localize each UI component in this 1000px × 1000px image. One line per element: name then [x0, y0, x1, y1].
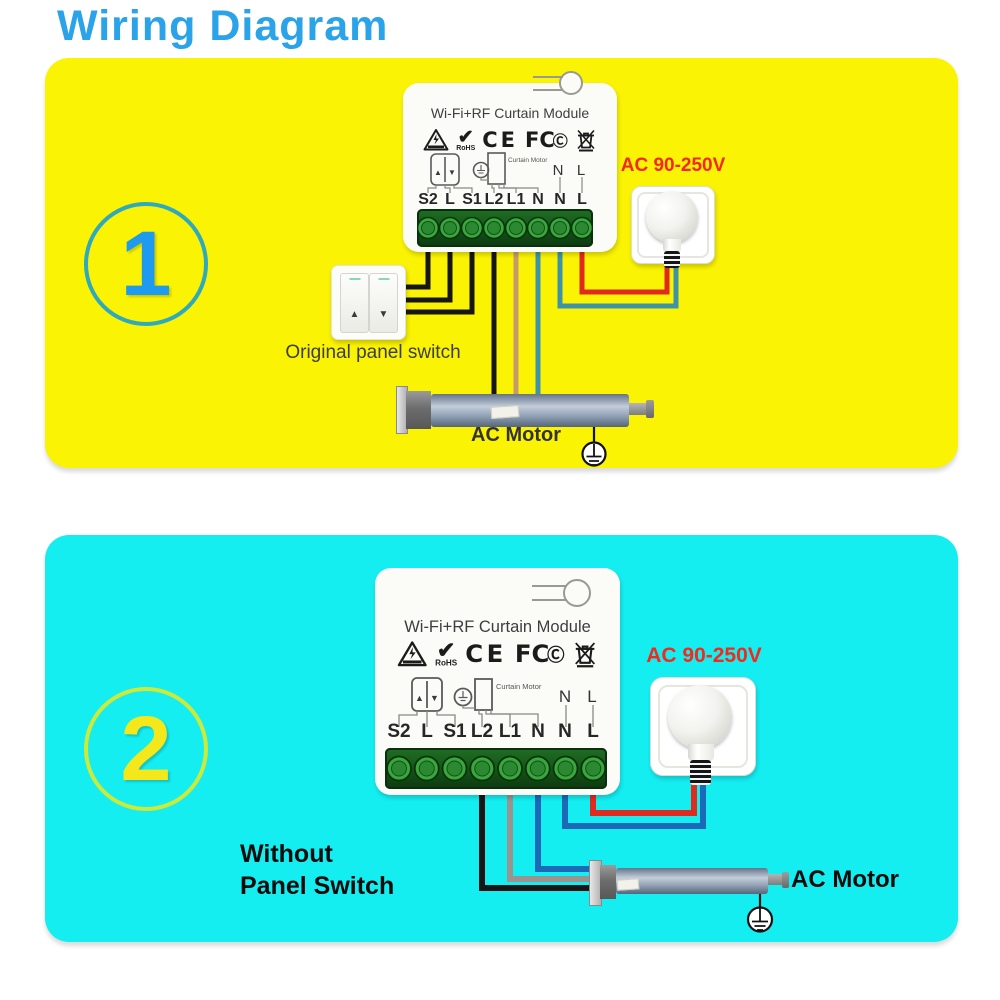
fcc-mark: FC Ⓒ	[514, 640, 565, 668]
svg-text:▼: ▼	[448, 168, 456, 177]
weee-bin-icon	[575, 642, 596, 668]
terminal-label: N	[531, 721, 545, 742]
ac-motor-label-2: AC Motor	[791, 866, 899, 893]
module-schematic: ▲ ▼ Curtain Motor N L	[427, 152, 585, 193]
page-title: Wiring Diagram	[57, 2, 389, 50]
original-panel-switch: ▲ ▼	[331, 265, 406, 340]
plug-stem	[688, 744, 714, 762]
motor-head	[406, 391, 431, 429]
motor-shaft-cap	[646, 400, 654, 418]
terminal-label: N	[558, 721, 572, 742]
terminal-label: S2	[387, 721, 411, 742]
motor-body	[431, 394, 629, 427]
plug-cord	[664, 251, 680, 268]
power-rating-label-1: AC 90-250V	[620, 155, 726, 176]
motor-sticker	[616, 878, 640, 891]
plug-icon	[646, 191, 698, 243]
motor-shaft	[629, 403, 646, 415]
check-icon: ✔	[436, 639, 456, 664]
svg-text:Curtain Motor: Curtain Motor	[496, 682, 542, 691]
rocker-up: ▲	[340, 273, 369, 333]
mounting-tab-icon	[533, 71, 583, 95]
danger-triangle-icon	[397, 641, 427, 667]
check-icon: ✔	[457, 127, 474, 148]
panel-switch-label: Original panel switch	[285, 342, 461, 363]
without-panel-switch-label: Without Panel Switch	[240, 840, 395, 900]
power-socket-2	[650, 677, 756, 785]
motor-body	[616, 868, 768, 894]
ac-motor-1	[396, 386, 656, 436]
svg-text:▲: ▲	[434, 168, 442, 177]
danger-triangle-icon	[423, 129, 449, 151]
terminal-label: L2	[470, 721, 494, 742]
indicator-led	[349, 278, 360, 280]
certification-icons: ✔ RoHS CE FC Ⓒ	[403, 125, 617, 152]
terminal-label: S2	[418, 191, 438, 208]
terminal-label: L1	[506, 191, 526, 208]
module-title: Wi-Fi+RF Curtain Module	[430, 105, 590, 121]
terminal-label: L2	[484, 191, 504, 208]
terminal-label: S1	[443, 721, 467, 742]
mounting-tab-icon	[532, 579, 591, 607]
module-title: Wi-Fi+RF Curtain Module	[404, 618, 591, 636]
terminal-screws	[386, 755, 607, 782]
motor-head	[600, 865, 616, 899]
svg-text:L: L	[577, 162, 585, 179]
terminal-label: L	[421, 721, 433, 742]
terminal-label: L	[587, 721, 599, 742]
ac-motor-label-1: AC Motor	[471, 424, 561, 446]
terminal-block	[385, 748, 607, 789]
certification-icons: ✔ RoHS CE FC Ⓒ	[355, 633, 639, 668]
svg-text:N: N	[559, 687, 571, 706]
motor-shaft-cap	[782, 872, 789, 888]
module-schematic: ▲ ▼ Curtain Motor N L	[398, 677, 597, 727]
terminal-block	[416, 209, 594, 247]
down-arrow-icon: ▼	[378, 309, 389, 320]
terminal-label: L	[445, 191, 455, 208]
section-1-badge: 1	[84, 202, 208, 326]
motor-sticker	[490, 405, 520, 419]
svg-text:▼: ▼	[430, 693, 439, 703]
ce-mark: CE	[482, 128, 519, 152]
ac-motor-2	[589, 860, 791, 908]
terminal-label: L	[577, 191, 587, 208]
power-socket-1	[631, 186, 715, 268]
plug-cord	[690, 760, 711, 785]
schematic-motor-box	[474, 678, 493, 711]
fcc-mark: FC Ⓒ	[525, 128, 568, 152]
terminal-screws	[416, 216, 594, 240]
curtain-module-2: Wi-Fi+RF Curtain Module ✔ RoHS CE FC Ⓒ	[375, 568, 620, 795]
terminal-label: N	[554, 191, 566, 208]
terminal-label: S1	[462, 191, 482, 208]
indicator-led	[378, 278, 389, 280]
svg-text:L: L	[587, 687, 596, 706]
rohs-mark: ✔ RoHS	[435, 639, 458, 668]
schematic-motor-box	[487, 152, 506, 185]
motor-shaft	[768, 874, 782, 885]
terminal-label: N	[532, 191, 544, 208]
weee-bin-icon	[577, 129, 595, 152]
svg-text:Curtain Motor: Curtain Motor	[508, 157, 548, 164]
svg-text:N: N	[553, 162, 564, 179]
ce-mark: CE	[465, 640, 507, 668]
terminal-label: L1	[498, 721, 522, 742]
section-2-badge: 2	[84, 687, 208, 811]
power-rating-label-2: AC 90-250V	[646, 644, 762, 667]
rohs-mark: ✔ RoHS	[456, 127, 476, 152]
plug-icon	[668, 685, 732, 749]
rocker-down: ▼	[369, 273, 398, 333]
svg-text:▲: ▲	[415, 693, 424, 703]
curtain-module-1: Wi-Fi+RF Curtain Module ✔ RoHS CE FC Ⓒ	[403, 71, 617, 252]
up-arrow-icon: ▲	[349, 309, 360, 320]
